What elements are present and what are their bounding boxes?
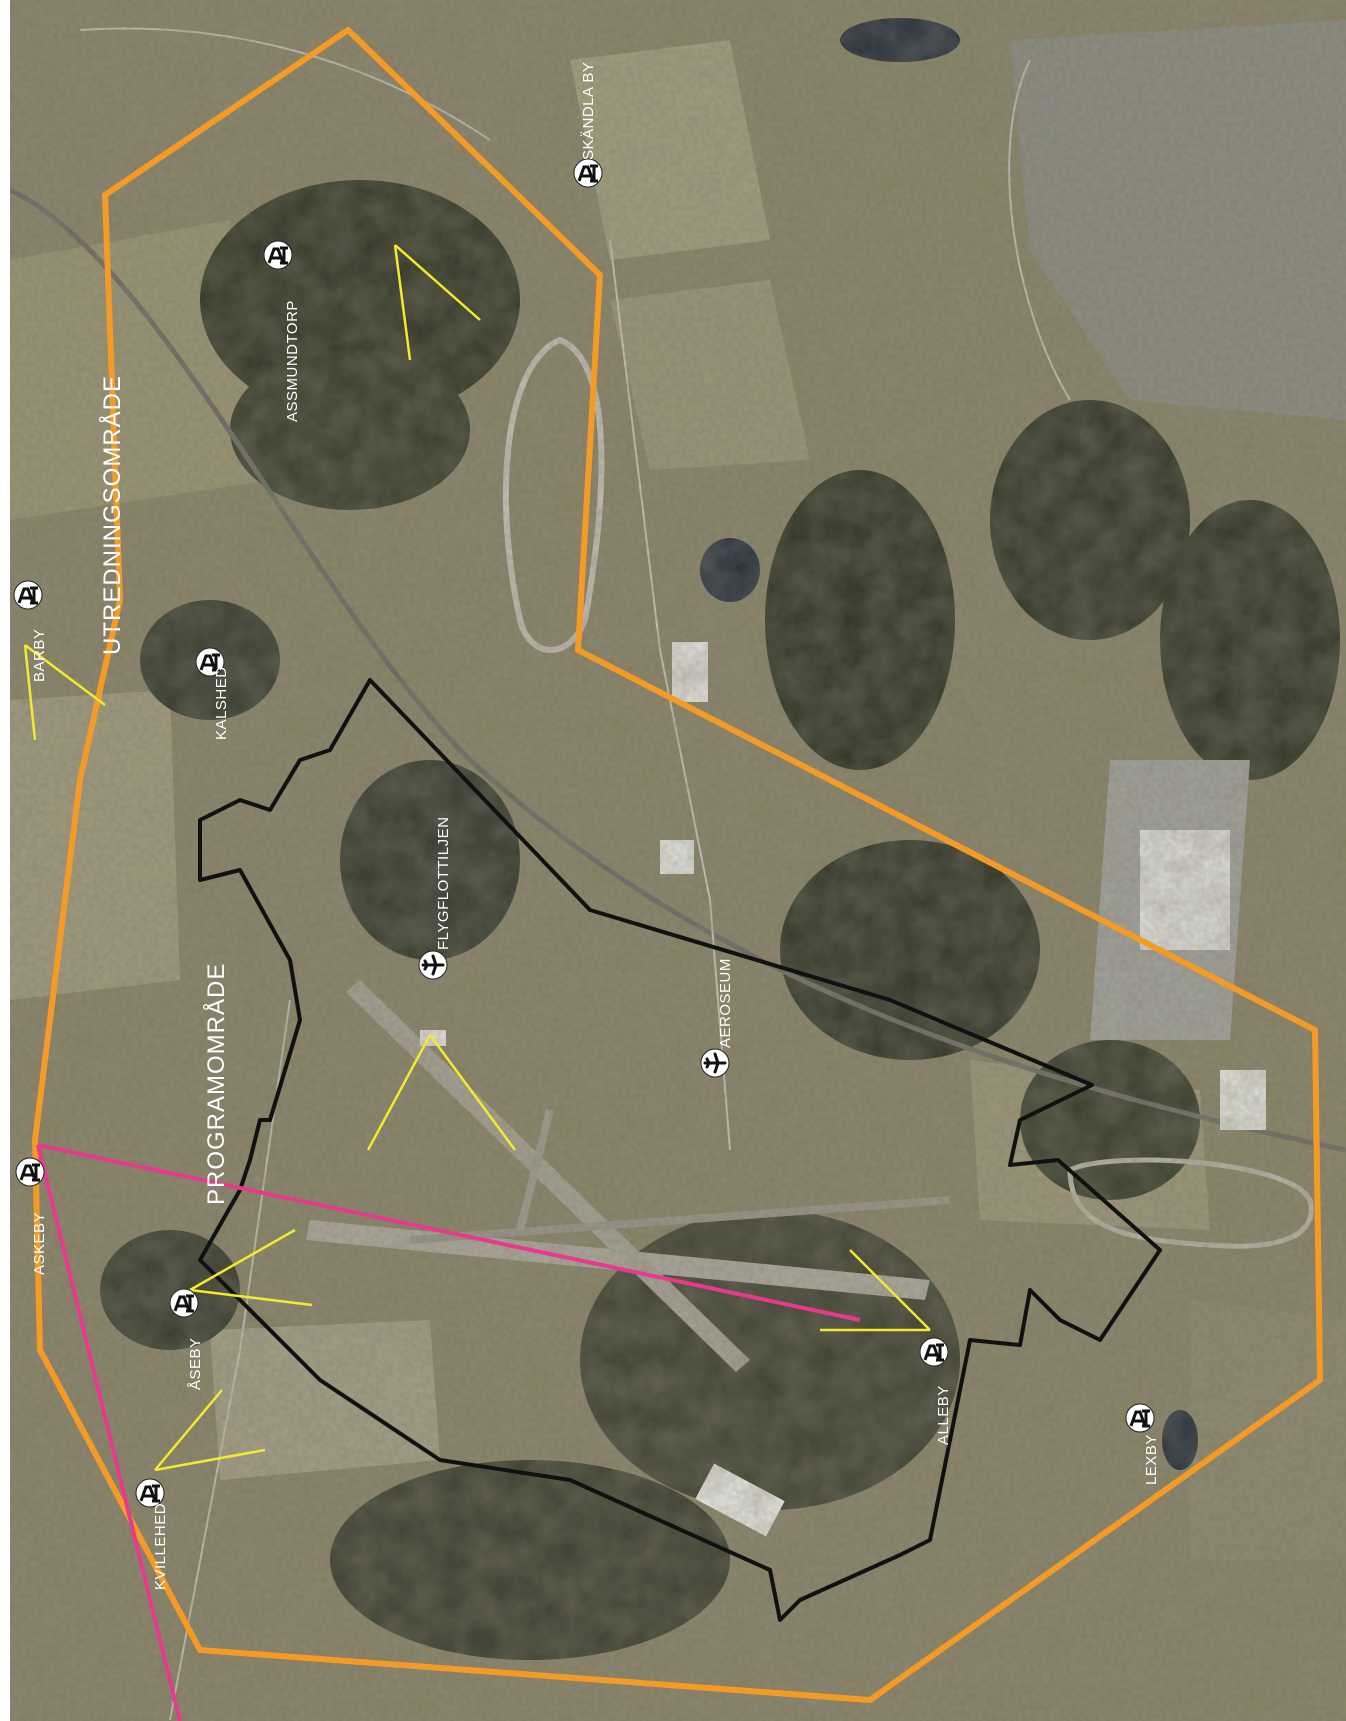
place-label-barby: BARBY [31,629,48,682]
utredningsomrade-boundary [31,26,1324,1704]
place-label-kalshed: KALSHED [213,666,230,740]
sightlines [23,244,931,1472]
place-label-flygflottiljen: FLYGFLOTTILJEN [435,817,452,950]
place-label-assmundtorp: ASSMUNDTORP [284,300,301,422]
place-label-kvillehed: KVILLEHED [152,1503,169,1590]
place-label-aeroseum: AEROSEUM [717,958,734,1048]
viewpoint-marker-icon[interactable] [262,239,294,271]
place-label-lexby: LEXBY [1143,1434,1160,1485]
aerial-map[interactable]: UTREDNINGSOMRÅDE PROGRAMOMRÅDE SKÄNDLA B… [10,0,1346,1721]
viewpoint-marker-icon[interactable] [918,1336,950,1368]
viewpoint-marker-icon[interactable] [134,1477,166,1509]
aerial-imagery [10,0,1346,1721]
programomrade-label: PROGRAMOMRÅDE [202,963,230,1205]
place-label-askeby: ASKEBY [31,1212,48,1275]
airplane-icon[interactable] [699,1047,731,1079]
place-label-skandla-by: SKÄNDLA BY [580,62,597,160]
viewpoint-marker-icon[interactable] [14,1156,46,1188]
airplane-icon[interactable] [417,949,449,981]
viewpoint-marker-icon[interactable] [572,157,604,189]
programomrade-boundary [198,678,1162,1622]
place-label-aseby: ÅSEBY [187,1337,204,1390]
viewpoint-marker-icon[interactable] [12,579,44,611]
viewpoint-marker-icon[interactable] [1124,1402,1156,1434]
utredningsomrade-label: UTREDNINGSOMRÅDE [98,375,126,655]
place-label-alleby: ALLEBY [935,1385,952,1445]
sightlines-magenta [36,1143,861,1721]
viewpoint-marker-icon[interactable] [168,1287,200,1319]
